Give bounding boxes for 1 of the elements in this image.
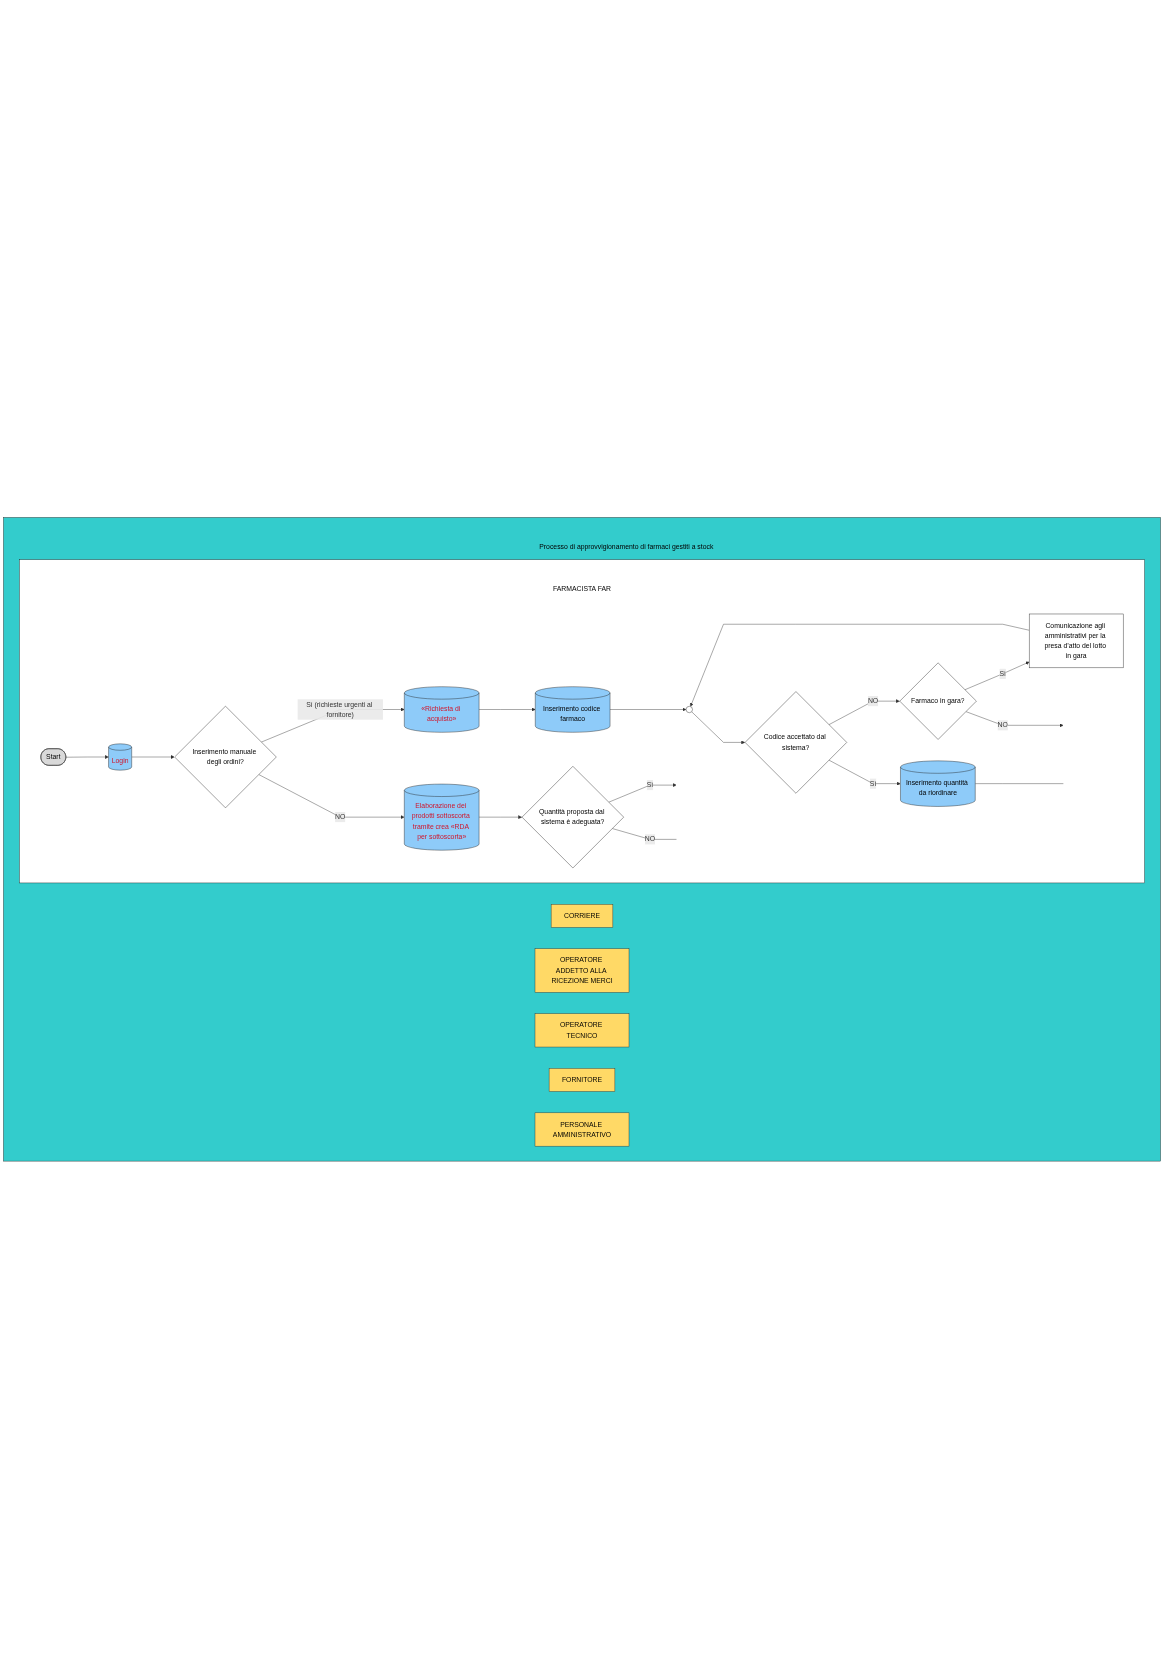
node-circle: [685, 706, 693, 714]
